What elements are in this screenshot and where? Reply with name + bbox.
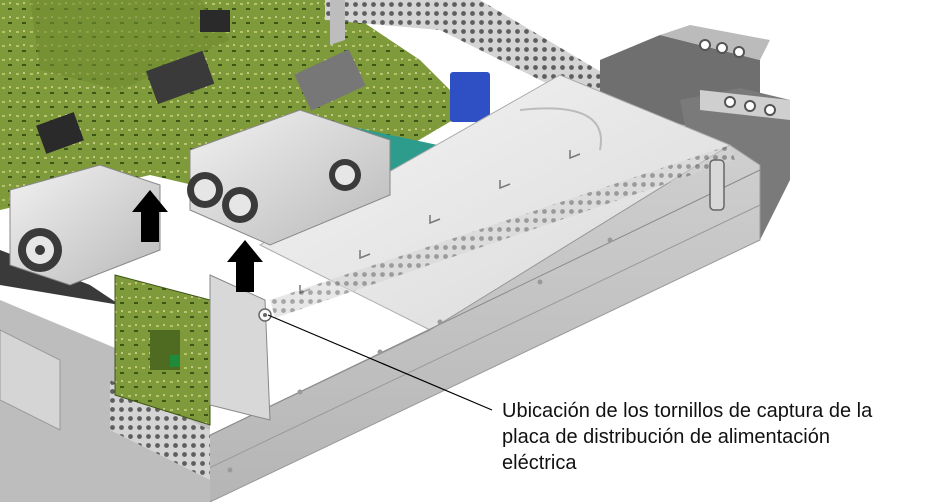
callout-line-3: eléctrica bbox=[502, 452, 577, 474]
callout-line-1: Ubicación de los tornillos de captura de… bbox=[502, 400, 873, 422]
callout-leader-line bbox=[267, 314, 493, 411]
callout-label: Ubicación de los tornillos de captura de… bbox=[502, 398, 942, 476]
power-distribution-board bbox=[114, 274, 272, 426]
up-arrow-icon bbox=[227, 240, 263, 292]
power-supply-left bbox=[9, 164, 161, 286]
callout-line-2: placa de distribución de alimentación bbox=[502, 426, 830, 448]
power-supply-right bbox=[187, 109, 391, 246]
blue-connector bbox=[450, 72, 490, 122]
up-arrow-icon bbox=[132, 190, 168, 242]
